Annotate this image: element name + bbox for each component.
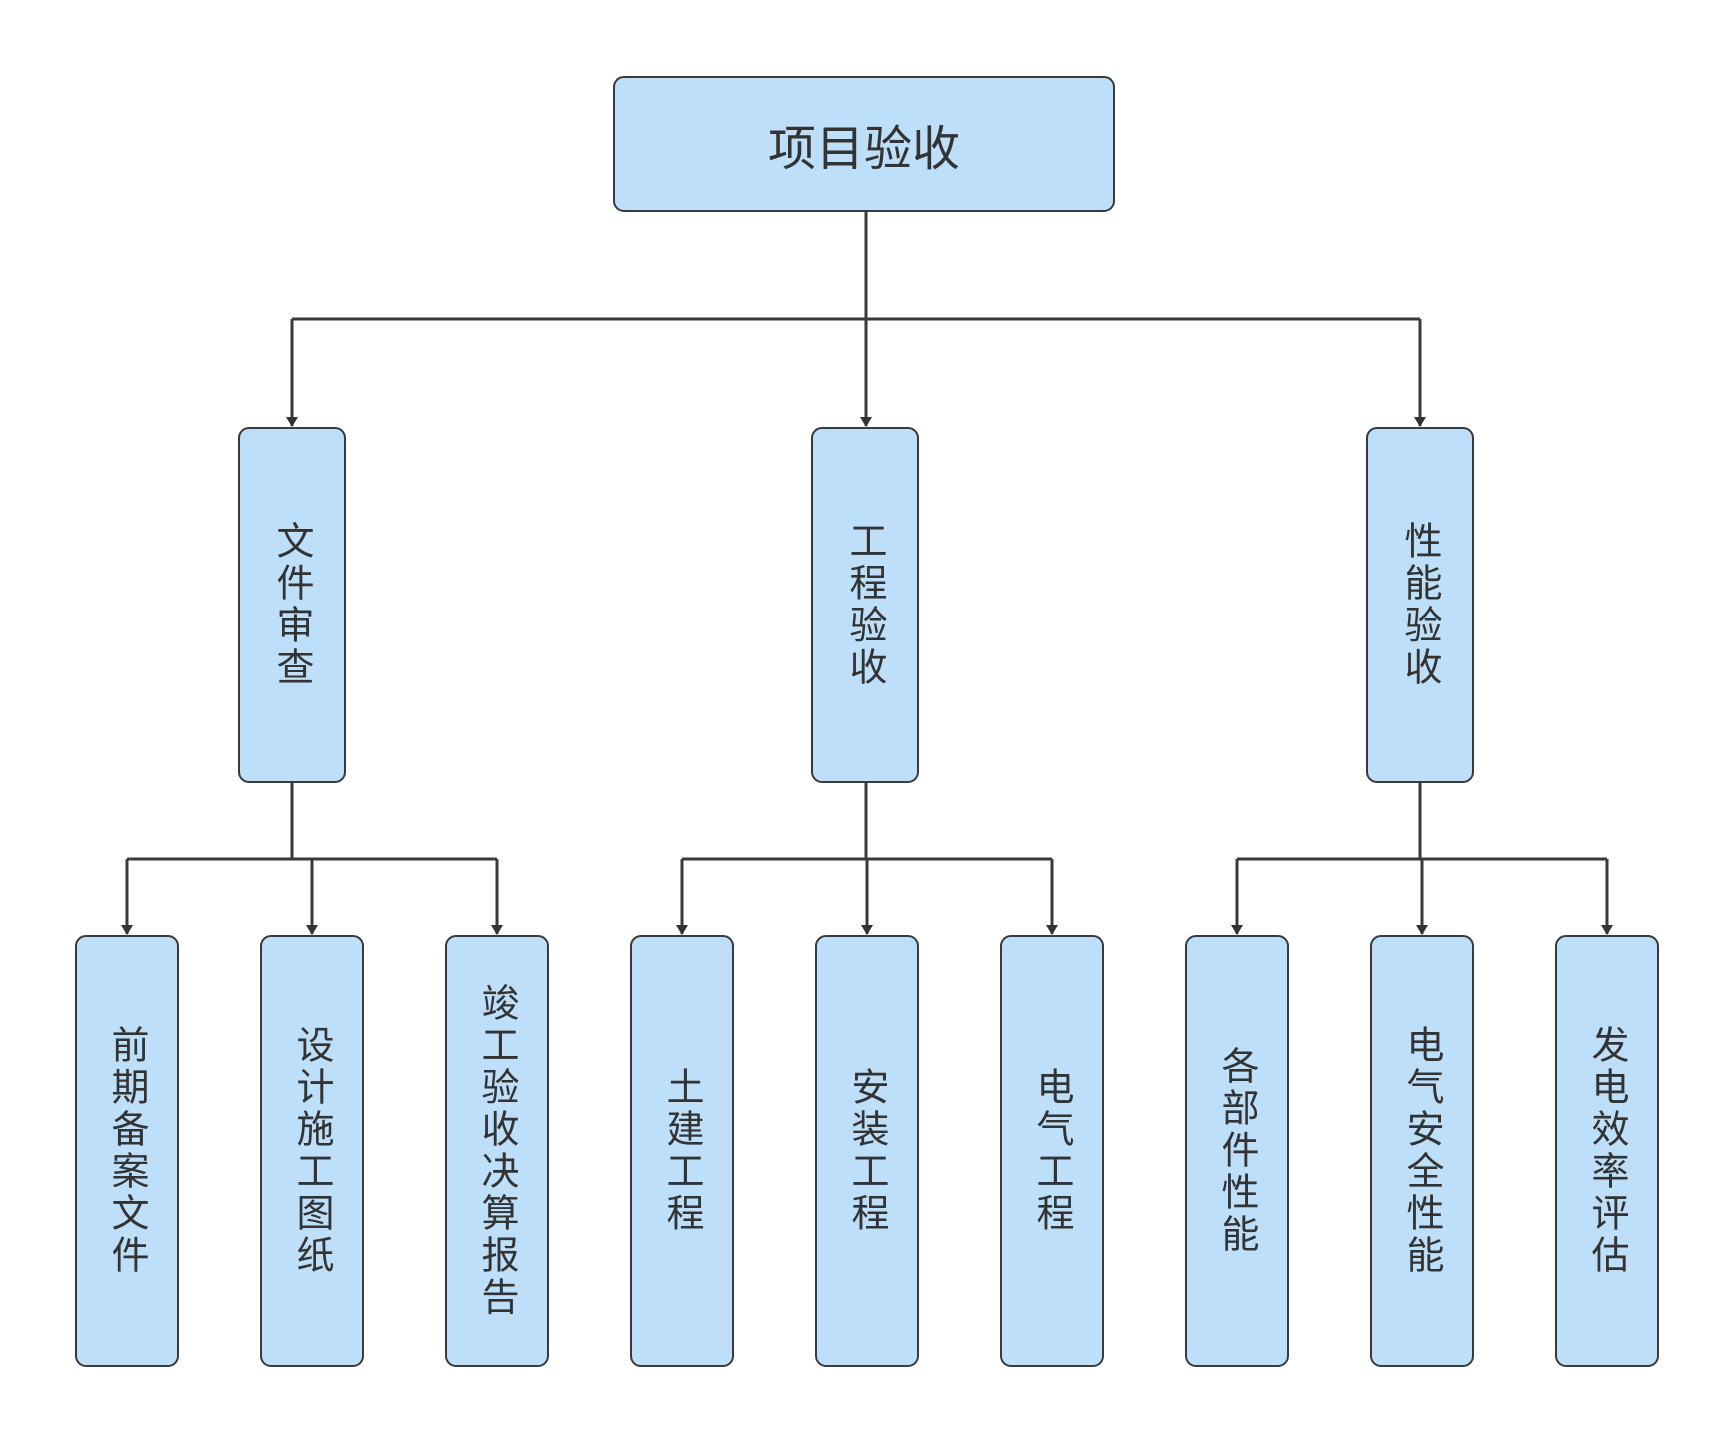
leaf-label: 竣工验收决算报告 [475, 983, 519, 1319]
leaf-node[interactable]: 安装工程 [815, 935, 919, 1367]
root-label: 项目验收 [767, 121, 960, 177]
leaf-node[interactable]: 土建工程 [630, 935, 734, 1367]
leaf-label: 各部件性能 [1215, 1046, 1259, 1256]
leaf-node[interactable]: 各部件性能 [1185, 935, 1289, 1367]
leaf-label: 前期备案文件 [105, 1025, 149, 1277]
category-node-document-review[interactable]: 文件审查 [238, 427, 346, 783]
category-node-performance-acceptance[interactable]: 性能验收 [1366, 427, 1474, 783]
leaf-node[interactable]: 电气安全性能 [1370, 935, 1474, 1367]
root-node[interactable]: 项目验收 [613, 76, 1115, 212]
leaf-label: 土建工程 [660, 1067, 704, 1235]
category-label: 性能验收 [1398, 521, 1442, 689]
leaf-label: 设计施工图纸 [290, 1025, 334, 1277]
category-label: 文件审查 [270, 521, 314, 689]
leaf-label: 发电效率评估 [1585, 1025, 1629, 1277]
leaf-node[interactable]: 电气工程 [1000, 935, 1104, 1367]
leaf-node[interactable]: 设计施工图纸 [260, 935, 364, 1367]
category-node-engineering-acceptance[interactable]: 工程验收 [811, 427, 919, 783]
leaf-label: 电气工程 [1030, 1067, 1074, 1235]
leaf-node[interactable]: 发电效率评估 [1555, 935, 1659, 1367]
category-label: 工程验收 [843, 521, 887, 689]
leaf-node[interactable]: 竣工验收决算报告 [445, 935, 549, 1367]
leaf-label: 安装工程 [845, 1067, 889, 1235]
leaf-node[interactable]: 前期备案文件 [75, 935, 179, 1367]
leaf-label: 电气安全性能 [1400, 1025, 1444, 1277]
